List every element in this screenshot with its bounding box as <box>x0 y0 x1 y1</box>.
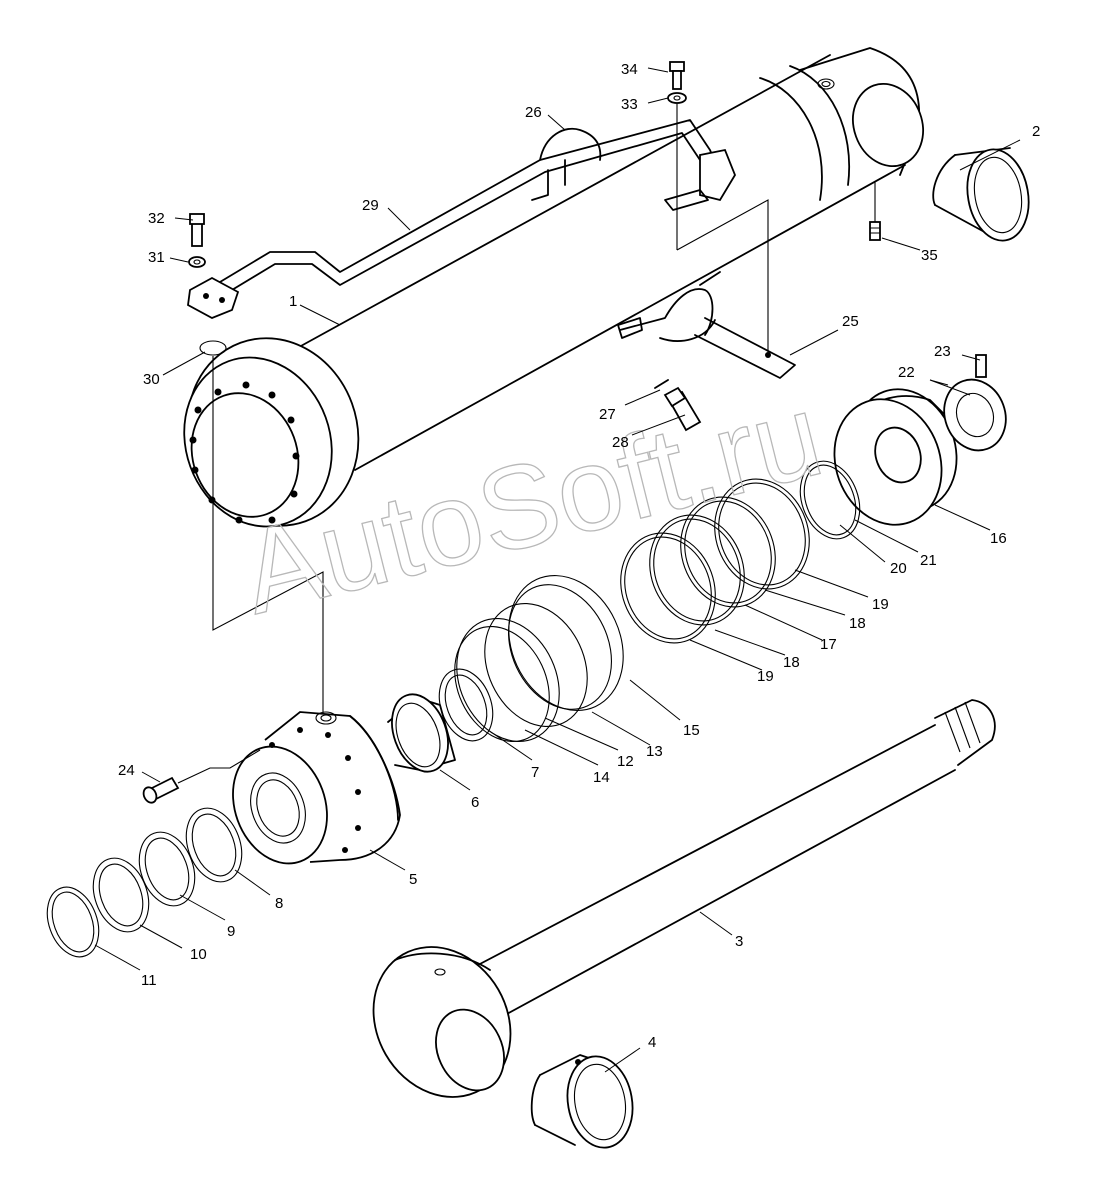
callout-14: 14 <box>593 769 610 786</box>
callout-31: 31 <box>148 249 165 266</box>
callout-labels: 1 2 3 4 5 6 7 8 9 10 11 12 13 14 15 16 1… <box>118 61 1040 1051</box>
pipe-clamp-lower <box>617 271 796 379</box>
head-bolt-holes <box>269 727 361 853</box>
grease-fitting <box>869 182 881 241</box>
callout-7: 7 <box>531 764 539 781</box>
head-seals <box>438 575 624 743</box>
callout-2: 2 <box>1032 123 1040 140</box>
leader-lines <box>94 67 1021 1073</box>
callout-20: 20 <box>890 560 907 577</box>
callout-28: 28 <box>612 434 629 451</box>
callout-25: 25 <box>842 313 859 330</box>
piston-seals <box>620 460 861 644</box>
callout-21: 21 <box>920 552 937 569</box>
callout-6: 6 <box>471 794 479 811</box>
rear-bushing <box>932 147 1030 242</box>
callout-30: 30 <box>143 371 160 388</box>
callout-8: 8 <box>275 895 283 912</box>
callout-17: 17 <box>820 636 837 653</box>
flange-bolt-holes <box>189 381 300 524</box>
callout-22: 22 <box>898 364 915 381</box>
callout-26: 26 <box>525 104 542 121</box>
callout-18-a: 18 <box>849 615 866 632</box>
o-ring <box>199 340 227 356</box>
rod-bushing <box>530 1054 634 1149</box>
callout-27: 27 <box>599 406 616 423</box>
assembly-line <box>212 356 324 715</box>
callout-11: 11 <box>141 972 157 989</box>
pipe-line <box>214 119 737 297</box>
piston-rod <box>372 699 996 1098</box>
piston-nut <box>943 354 1007 452</box>
callout-13: 13 <box>646 743 663 760</box>
callout-24: 24 <box>118 762 135 779</box>
callout-29: 29 <box>362 197 379 214</box>
callout-33: 33 <box>621 96 638 113</box>
pin-and-bolt <box>654 379 702 432</box>
callout-32: 32 <box>148 210 165 227</box>
cylinder-tube <box>183 47 924 528</box>
bolt-and-washer <box>667 61 769 355</box>
flange-block <box>187 213 240 319</box>
callout-35: 35 <box>921 247 938 264</box>
callout-5: 5 <box>409 871 417 888</box>
callout-16: 16 <box>990 530 1007 547</box>
callout-9: 9 <box>227 923 235 940</box>
callout-19-b: 19 <box>757 668 774 685</box>
piston <box>833 388 961 526</box>
cylinder-head <box>232 711 401 865</box>
callout-10: 10 <box>190 946 207 963</box>
callout-1: 1 <box>289 293 297 310</box>
callout-19-a: 19 <box>872 596 889 613</box>
callout-15: 15 <box>683 722 700 739</box>
callout-34: 34 <box>621 61 638 78</box>
callout-23: 23 <box>934 343 951 360</box>
callout-4: 4 <box>648 1034 656 1051</box>
guide-bushing <box>387 693 456 773</box>
rod-seals <box>46 807 243 958</box>
callout-3: 3 <box>735 933 743 950</box>
callout-18-b: 18 <box>783 654 800 671</box>
callout-12: 12 <box>617 753 634 770</box>
head-screw <box>142 749 261 804</box>
pipe-clamp-upper <box>531 127 602 201</box>
